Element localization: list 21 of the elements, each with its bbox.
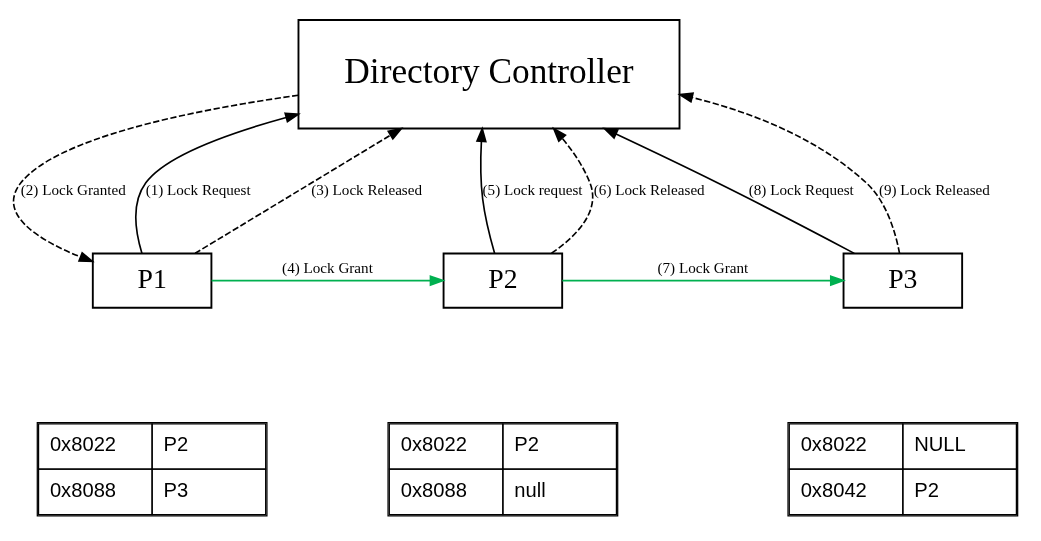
edge-label: (4) Lock Grant bbox=[282, 259, 373, 276]
edge-label: (8) Lock Request bbox=[748, 181, 854, 198]
label: 0x8088 bbox=[49, 478, 117, 501]
label: P2 bbox=[914, 478, 939, 501]
edge-label: (5) Lock request bbox=[482, 181, 583, 198]
edge-label: (9) Lock Released bbox=[878, 181, 990, 198]
label: 0x8088 bbox=[400, 478, 467, 501]
label: 0x8022 bbox=[49, 433, 117, 456]
label: null bbox=[514, 478, 546, 501]
edge-label: (6) Lock Released bbox=[593, 181, 705, 198]
label: 0x8042 bbox=[800, 478, 867, 501]
label: P2 bbox=[514, 433, 539, 456]
edge-label: (2) Lock Granted bbox=[20, 181, 126, 198]
label: 0x8022 bbox=[400, 433, 467, 456]
edge-label: (7) Lock Grant bbox=[657, 259, 749, 276]
label: P3 bbox=[163, 478, 189, 501]
edge-label: (1) Lock Request bbox=[145, 181, 251, 198]
label: 0x8022 bbox=[800, 433, 867, 456]
label: NULL bbox=[914, 433, 966, 456]
label: P2 bbox=[163, 433, 189, 456]
edge-label: (3) Lock Released bbox=[311, 181, 423, 198]
